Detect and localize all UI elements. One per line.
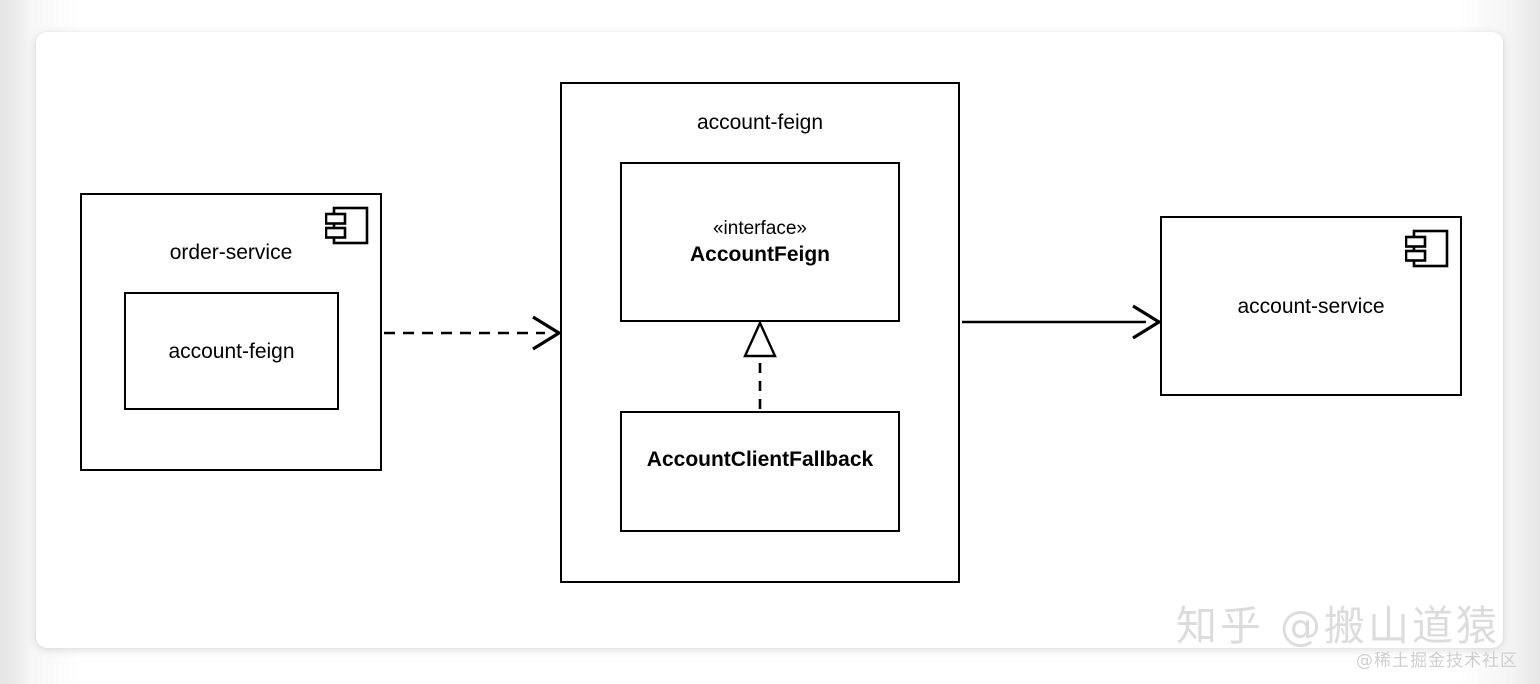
- order-service-inner-box: [124, 292, 339, 410]
- interface-stereotype-label: «interface»: [712, 218, 807, 239]
- account-feign-interface-box: [620, 162, 900, 322]
- order-service-inner-label: account-feign: [168, 340, 295, 363]
- interface-name-label: AccountFeign: [690, 242, 830, 266]
- account-feign-package-label: account-feign: [696, 111, 824, 134]
- watermark-main: 知乎 @搬山道猿: [1175, 602, 1500, 650]
- uml-component-icon: [1404, 228, 1451, 269]
- watermark-sub: @稀土掘金技术社区: [1356, 651, 1518, 671]
- account-client-fallback-box: [620, 411, 900, 532]
- account-feign-interface-label: «interface» AccountFeign: [620, 218, 900, 267]
- uml-component-icon: [324, 205, 371, 246]
- order-service-label: order-service: [169, 241, 293, 264]
- account-client-fallback-label: AccountClientFallback: [646, 448, 874, 471]
- account-service-label: account-service: [1237, 295, 1385, 318]
